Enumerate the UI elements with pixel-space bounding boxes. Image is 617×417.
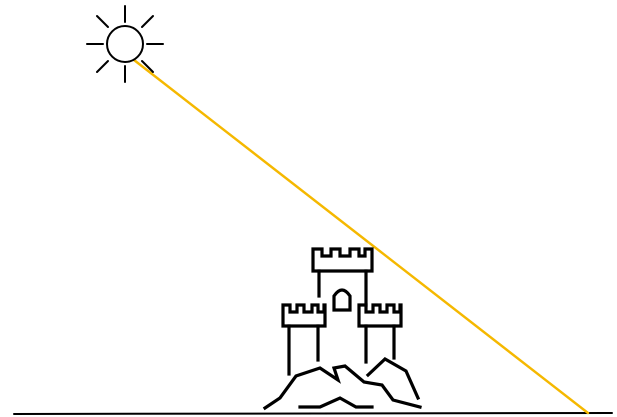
- castle-on-hill-icon: [265, 249, 420, 408]
- left-tower-battlement: [283, 305, 325, 326]
- central-tower-battlement: [313, 249, 372, 271]
- ground-line: [14, 413, 612, 414]
- sun-ray: [134, 60, 588, 413]
- sun-disk: [107, 26, 143, 62]
- hill-bottom-rock: [300, 398, 372, 407]
- right-tower-battlement: [359, 305, 401, 326]
- sun-beam-top-right: [142, 16, 153, 27]
- sun-beam-bottom-left: [97, 61, 108, 72]
- sun-beam-top-left: [97, 16, 108, 27]
- hill-right-peak: [368, 359, 418, 398]
- sun-icon: [87, 6, 163, 82]
- castle-window: [334, 290, 350, 310]
